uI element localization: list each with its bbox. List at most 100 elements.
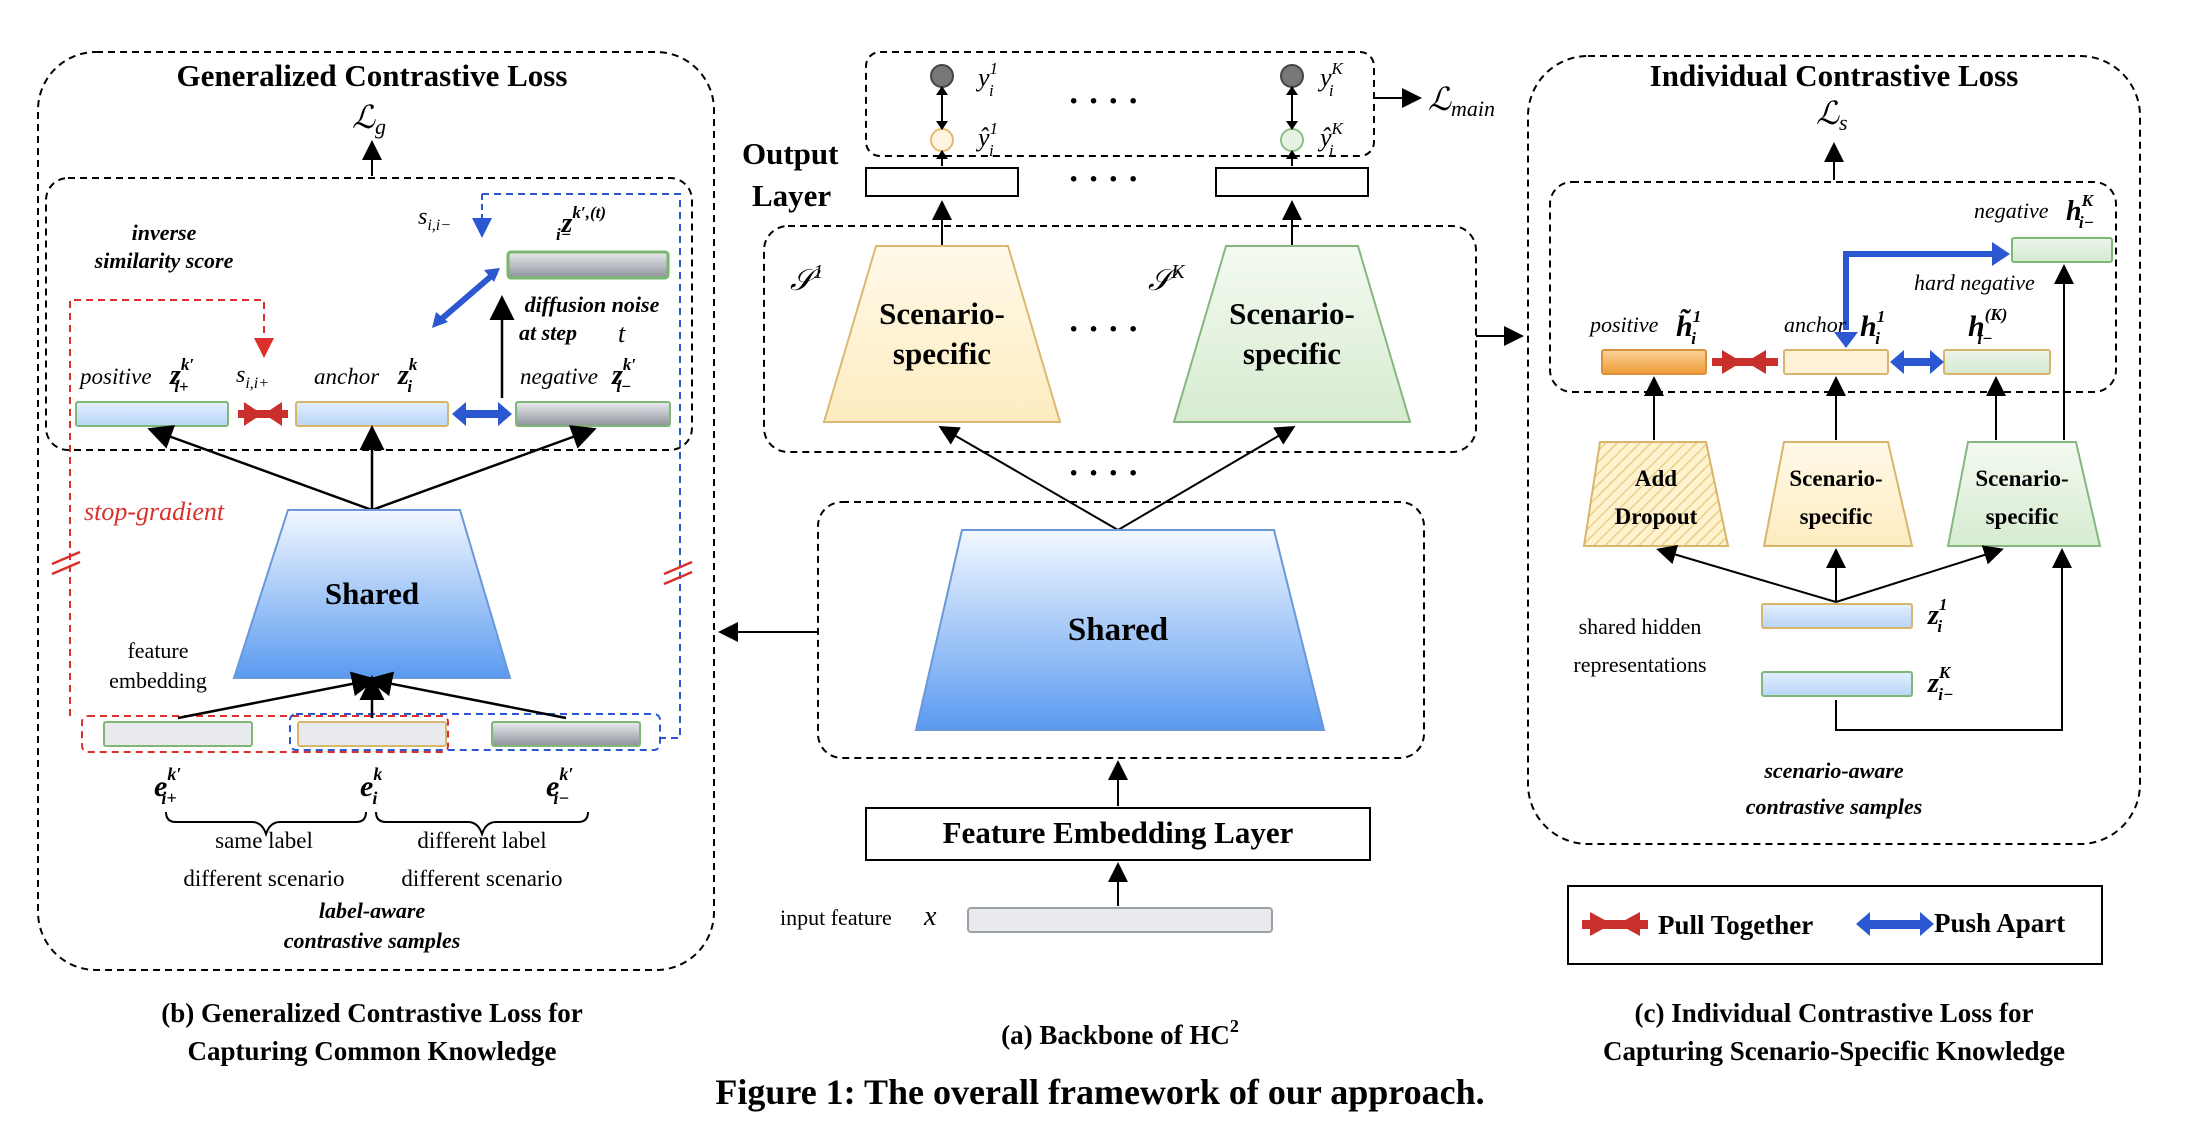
scenario-ck-1: Scenario- <box>1975 466 2068 491</box>
svg-text:h̃1i: h̃1i <box>1676 307 1701 348</box>
svg-text:ek′i+: ek′i+ <box>154 764 181 808</box>
shared-label: Shared <box>1068 612 1168 648</box>
push-symbol-b <box>452 402 512 426</box>
negative-label: negative <box>520 364 598 389</box>
z1-bar <box>1761 603 1913 629</box>
positive-bar-c <box>1601 349 1707 375</box>
svg-text:at step: at step <box>519 320 577 345</box>
individual-outer-box <box>1527 55 2141 845</box>
svg-text:ℒg: ℒg <box>352 99 386 139</box>
shared-group-box <box>817 501 1425 759</box>
diffusion-1: diffusion noise <box>525 292 660 317</box>
different-label: different label <box>417 828 546 853</box>
zk-symbol: z <box>1927 668 1939 699</box>
svg-text:(a) Backbone of HC2: (a) Backbone of HC2 <box>1001 1016 1239 1050</box>
y-pred-node-k <box>1280 128 1304 152</box>
y-true-node-1 <box>930 64 954 88</box>
pull-symbol-c <box>1712 350 1778 374</box>
legend-pull-label: Pull Together <box>1658 910 1813 940</box>
svg-text:hKi−: hKi− <box>2066 191 2095 232</box>
caption-c-2: Capturing Scenario-Specific Knowledge <box>1603 1036 2065 1066</box>
e-neg-symbol: e <box>546 770 559 803</box>
contrastive-samples-b: contrastive samples <box>284 928 461 953</box>
individual-title: Individual Contrastive Loss <box>1650 58 2019 93</box>
shared-trapezoid <box>914 529 1326 731</box>
e-pos-bar <box>103 721 253 747</box>
legend-pull-icon <box>1582 912 1648 936</box>
z-neg-symbol: z <box>611 360 623 391</box>
red-dashed-top <box>69 299 274 716</box>
scenario-k-line1: Scenario- <box>1229 296 1355 331</box>
push-diagonal <box>436 269 498 325</box>
svg-text:h1i: h1i <box>1860 307 1885 348</box>
caption-a: (a) Backbone of HC <box>1001 1020 1230 1050</box>
yhat1-symbol: ŷ <box>975 123 990 152</box>
output-ellipsis-mid: · · · · <box>1068 161 1139 198</box>
e-neg-bar <box>491 721 641 747</box>
mid-ellipsis: · · · · <box>1068 455 1139 492</box>
feature-label-2: embedding <box>109 668 207 693</box>
z1-symbol: z <box>1927 600 1939 631</box>
figure-caption: Figure 1: The overall framework of our a… <box>715 1072 1484 1112</box>
svg-text:zk′i−: zk′i− <box>611 355 636 396</box>
l-main-symbol: ℒ <box>1428 81 1452 117</box>
scenario-ellipsis: · · · · <box>1068 311 1139 348</box>
input-var: x <box>923 901 937 932</box>
svg-text:zKi−: zKi− <box>1927 663 1953 704</box>
caption-b-1: (b) Generalized Contrastive Loss for <box>161 998 582 1028</box>
scenario-specific-k <box>1172 245 1412 423</box>
individual-panel: Individual Contrastive Loss ℒs negative … <box>1527 55 2141 1066</box>
y1-symbol: y <box>975 63 990 92</box>
different-scenario-right: different scenario <box>401 866 562 891</box>
ls-symbol: ℒ <box>1816 95 1840 131</box>
generalized-panel: Generalized Contrastive Loss ℒg inverse … <box>37 51 715 1066</box>
svg-text:eki: eki <box>360 764 382 808</box>
add-dropout-2: Dropout <box>1615 504 1698 529</box>
scenario-aware: scenario-aware <box>1763 758 1904 783</box>
shared-label-b: Shared <box>325 576 419 611</box>
negative-bar-c <box>2011 237 2113 263</box>
legend-box <box>1567 885 2103 965</box>
red-dashed-group <box>81 715 449 753</box>
y-true-node-k <box>1280 64 1304 88</box>
scenario-k-line2: specific <box>1243 336 1341 371</box>
scenario-c1-2: specific <box>1800 504 1873 529</box>
contrastive-samples-c: contrastive samples <box>1746 794 1923 819</box>
scenario-box-c-k <box>1946 441 2102 547</box>
inverse-similarity-2: similarity score <box>94 248 234 273</box>
feature-embedding-layer <box>865 807 1371 861</box>
individual-inner-box <box>1549 181 2117 393</box>
stop-gradient: stop-gradient <box>84 497 225 526</box>
generalized-inner-box <box>45 177 693 451</box>
svg-text:ℒmain: ℒmain <box>1428 81 1495 121</box>
diffusion-t: t <box>618 319 626 348</box>
output-layer-label-2: Layer <box>752 178 831 213</box>
same-label: same label <box>215 828 313 853</box>
svg-text:si,i+: si,i+ <box>236 362 269 392</box>
negative-bar <box>515 401 671 427</box>
blue-dashed-group <box>289 713 661 751</box>
scenario-specific-1 <box>822 245 1062 423</box>
caption-b-2: Capturing Common Knowledge <box>187 1036 556 1066</box>
feature-embedding-label: Feature Embedding Layer <box>943 815 1294 850</box>
svg-text:zk′,(t)i−: zk′,(t)i− <box>556 203 606 244</box>
shared-hidden-2: representations <box>1573 652 1706 677</box>
input-feature-label: input feature <box>780 905 892 930</box>
brace-right <box>375 811 589 838</box>
svg-text:z1i: z1i <box>1927 595 1947 636</box>
z-pos-symbol: z <box>169 360 181 391</box>
generalized-outer-box <box>37 51 715 971</box>
s-pos-symbol: s <box>236 362 245 388</box>
output-layer-label-1: Output <box>742 136 839 171</box>
caption-c-1: (c) Individual Contrastive Loss for <box>1634 998 2033 1028</box>
feature-label-1: feature <box>127 638 188 663</box>
h-k-symbol: h <box>1968 310 1985 343</box>
h-anchor-symbol: h <box>1860 310 1877 343</box>
legend-push-label: Push Apart <box>1934 908 2065 938</box>
svg-text:h(K)i−: h(K)i− <box>1968 305 2007 348</box>
scenario-group-box <box>763 225 1477 453</box>
scenario-1-line1: Scenario- <box>879 296 1005 331</box>
pull-symbol-b <box>238 402 288 426</box>
svg-text:ℒs: ℒs <box>1816 95 1848 135</box>
